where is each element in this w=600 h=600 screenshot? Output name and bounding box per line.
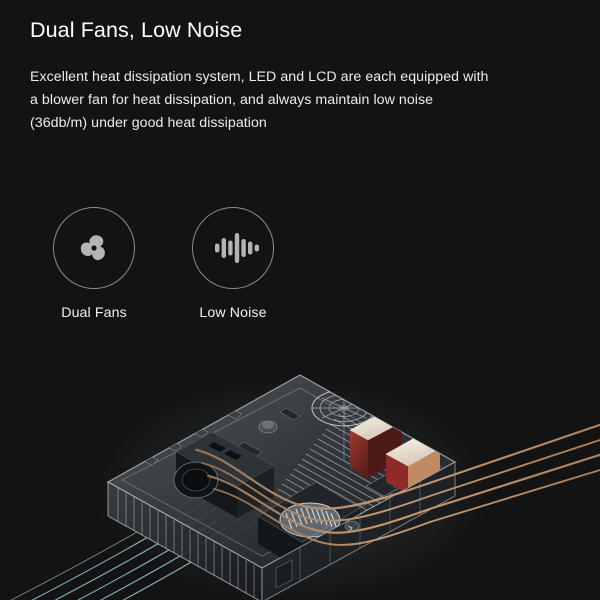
icon-ring-low-noise: [192, 207, 274, 289]
icon-ring-dual-fans: [53, 207, 135, 289]
fan-blades-icon: [80, 235, 105, 261]
projector-xray-illustration: [0, 330, 600, 600]
feature-label-dual-fans: Dual Fans: [61, 305, 127, 321]
feature-item-low-noise: Low Noise: [192, 207, 274, 321]
product-image-projector-xray: [0, 330, 600, 600]
sound-waveform-icon: [215, 233, 259, 263]
feature-icon-list: Dual Fans Low Noise: [53, 207, 274, 321]
text-block: Dual Fans, Low Noise Excellent heat diss…: [30, 18, 560, 135]
feature-label-low-noise: Low Noise: [199, 305, 267, 321]
description-paragraph: Excellent heat dissipation system, LED a…: [30, 68, 489, 131]
feature-item-dual-fans: Dual Fans: [53, 207, 135, 321]
page-title: Dual Fans, Low Noise: [30, 18, 243, 42]
